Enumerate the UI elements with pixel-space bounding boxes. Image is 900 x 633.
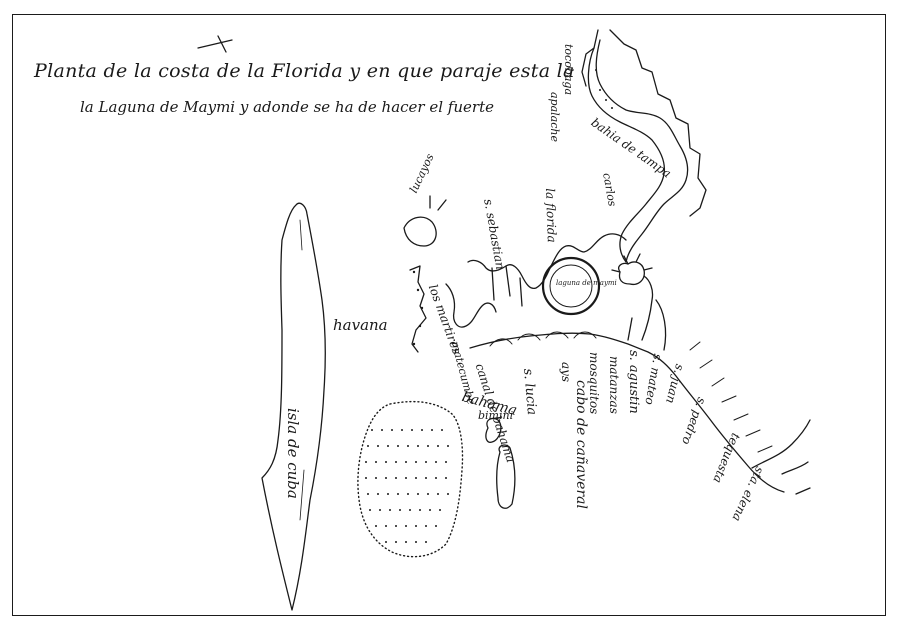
label-s-lucia: s. lucia xyxy=(520,367,540,416)
bahama-islands xyxy=(485,417,516,509)
label-seal: laguna de maymi xyxy=(556,279,617,287)
bahama-bank-dots xyxy=(365,69,613,543)
cuba-island-outline xyxy=(261,202,326,611)
label-matanzas: matanzas xyxy=(607,356,621,414)
florida-east-coast xyxy=(469,332,785,493)
label-bimini: bimini xyxy=(478,409,514,422)
label-mosquitos: mosquitos xyxy=(587,352,601,415)
interior-lake xyxy=(618,261,645,286)
east-river-2 xyxy=(655,299,667,351)
cuba-inner-line xyxy=(299,219,305,521)
north-coast-left xyxy=(581,29,599,87)
east-coast-arcs xyxy=(489,331,597,347)
map-frame xyxy=(12,14,886,616)
seal-inner xyxy=(549,264,593,308)
map-title-line-1: Planta de la costa de la Florida y en qu… xyxy=(34,60,575,82)
label-ays: ays xyxy=(559,362,573,383)
label-la-florida: la florida xyxy=(543,187,559,243)
label-canaveral: cabo de cañaveral xyxy=(573,380,589,509)
north-coast-right xyxy=(609,29,707,217)
florida-river-inlet xyxy=(491,265,523,307)
map-title-line-2: la Laguna de Maymi y adonde se ha de hac… xyxy=(80,98,494,116)
northern-bay-coast xyxy=(595,39,689,263)
northern-bay-inner xyxy=(587,47,666,263)
label-havana: havana xyxy=(333,316,388,334)
label-cuba: isla de cuba xyxy=(284,408,302,499)
santa-elena-coast xyxy=(751,419,811,495)
label-tocobaga: tocobaga xyxy=(562,44,575,96)
florida-coast-north xyxy=(467,233,627,290)
bahama-bank-outline xyxy=(357,400,464,558)
label-s-agustin: s. agustin xyxy=(626,350,641,414)
title-cross-mark xyxy=(197,35,233,53)
keys-outline xyxy=(409,265,427,353)
lake-tributaries xyxy=(611,253,653,273)
east-coast-ticks xyxy=(689,341,773,453)
florida-upper-inlet xyxy=(445,283,497,328)
seal-outer xyxy=(541,256,601,316)
east-river-1 xyxy=(627,275,654,341)
label-apalache: apalache xyxy=(548,92,561,142)
ship-or-cay-mark xyxy=(403,195,447,247)
